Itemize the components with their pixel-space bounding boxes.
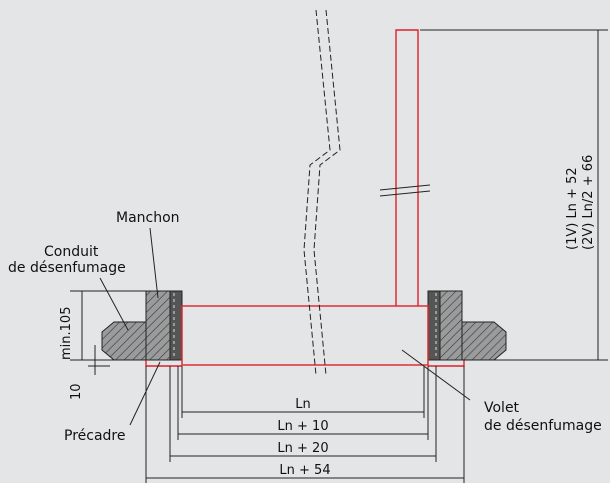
dim-ln54: Ln + 54 [279,463,330,478]
label-manchon: Manchon [116,210,180,226]
precadre-left [169,290,183,361]
dim-10-text: 10 [69,383,84,400]
blade-break [379,184,431,197]
manchon-right [439,290,463,361]
dim-10 [88,345,110,375]
dim-ln: Ln [295,397,310,412]
label-conduit-1: Conduit [44,244,99,260]
dim-min105-text: min.105 [59,307,74,360]
label-conduit-2: de désenfumage [8,260,126,276]
label-volet-2: de désenfumage [484,418,602,434]
horizontal-dims [145,366,465,483]
dim-height-2v: (2V) Ln/2 + 66 [581,155,596,250]
label-precadre: Précadre [64,428,125,444]
dim-height-1v: (1V) Ln + 52 [565,167,580,250]
left-wall-section [101,290,183,361]
right-wall-section [427,290,507,361]
volet-outline [145,29,465,367]
precadre-right [427,290,441,361]
manchon-left [145,290,171,361]
leaders [99,227,471,426]
dim-ln20: Ln + 20 [277,441,328,456]
dim-ln10: Ln + 10 [277,419,328,434]
label-volet-1: Volet [484,400,520,416]
axis-line [303,9,341,376]
